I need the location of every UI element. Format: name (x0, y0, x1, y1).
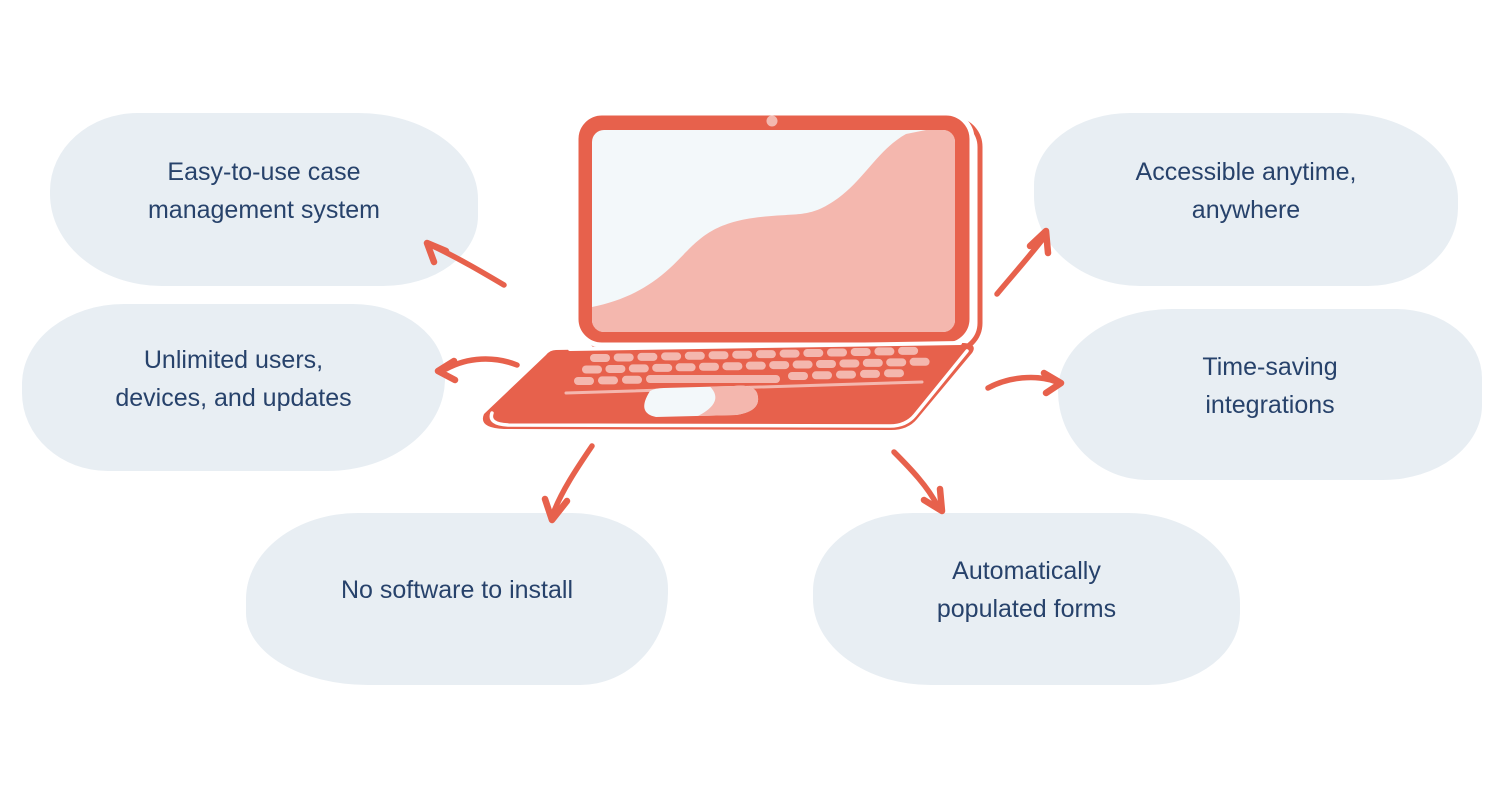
feature-bubble-accessible: Accessible anytime, anywhere (1034, 113, 1458, 286)
hinge-highlight (568, 341, 962, 351)
feature-bubble-integrations: Time-saving integrations (1058, 309, 1482, 480)
keyboard-keys (574, 346, 930, 385)
webcam-dot (766, 115, 778, 127)
arrow-to-integrations (985, 369, 1065, 397)
feature-bubble-no-software: No software to install (246, 513, 668, 685)
feature-label: Automatically populated forms (936, 557, 1117, 623)
arrow-to-auto-forms (891, 449, 946, 515)
feature-bubble-auto-forms: Automatically populated forms (813, 513, 1240, 685)
feature-label: Unlimited users, devices, and updates (115, 345, 352, 412)
base-edge-highlight (489, 349, 969, 428)
arrow-to-no-software (541, 443, 595, 524)
screen-area-chart (592, 130, 955, 332)
feature-bubble-case-management: Easy-to-use case management system (50, 113, 478, 286)
feature-label: No software to install (340, 576, 574, 604)
trackpad-shade (698, 385, 759, 416)
laptop-illustration (482, 110, 983, 430)
feature-label: Accessible anytime, anywhere (1135, 157, 1357, 224)
feature-bubble-unlimited-users: Unlimited users, devices, and updates (22, 304, 445, 471)
feature-label: Easy-to-use case management system (147, 157, 381, 224)
feature-label: Time-saving integrations (1202, 352, 1338, 419)
arrow-to-case-management (423, 239, 507, 288)
arrow-to-unlimited-users (434, 356, 520, 384)
arrow-to-accessible (994, 227, 1052, 297)
